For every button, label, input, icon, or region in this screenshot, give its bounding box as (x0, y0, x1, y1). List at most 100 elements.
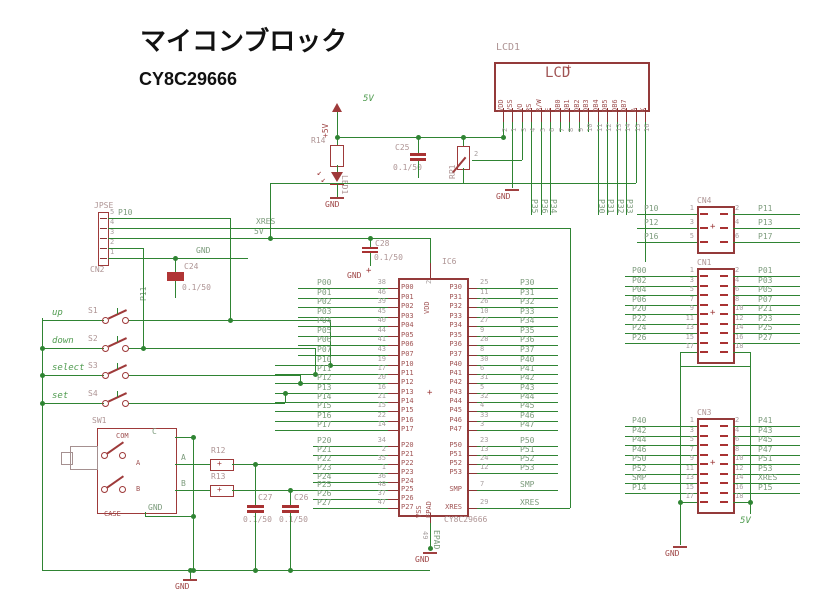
ic-pin-number: 7 (480, 480, 485, 488)
wire (337, 112, 338, 137)
pin-stub (388, 421, 398, 422)
gnd-symbol (330, 197, 344, 199)
gnd-cross-symbol: + (366, 266, 372, 276)
net-label-c: C (152, 427, 157, 436)
net-label-p23: P23 (758, 314, 773, 323)
pin-stub (388, 307, 398, 308)
led1-emission-arrow: ↙ (317, 168, 322, 177)
net-label-p22: P22 (632, 314, 647, 323)
c27-ref: C27 (258, 493, 273, 502)
ic-pin-number: 43 (377, 345, 386, 353)
pin-stub (588, 108, 589, 122)
net-label-p23: P23 (317, 463, 332, 472)
wire (313, 482, 388, 483)
pin-stub (579, 108, 580, 122)
net-label-smp: SMP (520, 480, 535, 489)
net-label-b: B (181, 479, 186, 488)
wire (477, 355, 558, 356)
connector-pin-number: 14 (735, 323, 744, 331)
lcd-pin-number: 7 (558, 127, 566, 132)
jpse-pin-number: 3 (110, 228, 115, 236)
connector-pin-number: 16 (735, 333, 744, 341)
net-label-select: select (52, 363, 85, 373)
ic-pin-number: 36 (377, 472, 386, 480)
c27-value: 0.1/50 (243, 515, 272, 524)
ic-value: CY8C29666 (444, 515, 488, 524)
ic-pin-number: 22 (377, 411, 386, 419)
wire (625, 295, 697, 296)
ic-pin-name: P40 (449, 360, 462, 368)
connector-pin-number: 5 (689, 285, 694, 293)
s4-switch (122, 400, 129, 407)
wire (290, 490, 291, 505)
ic-pin-name: P27 (401, 503, 414, 511)
wire (733, 436, 800, 437)
pin-stub (467, 355, 477, 356)
wire (42, 403, 104, 404)
ic-pin-number: 13 (480, 445, 489, 453)
gnd-net-label: GND (196, 246, 211, 255)
ic-pin-name: P02 (401, 302, 414, 310)
connector-pin (700, 463, 708, 465)
wire (477, 326, 558, 327)
wire (733, 333, 800, 334)
wire (626, 122, 627, 215)
net-label-p31: P31 (520, 288, 535, 297)
wire (733, 464, 800, 465)
junction-dot (40, 401, 45, 406)
ic-pin-name: P17 (401, 425, 414, 433)
net-label-p34: P34 (520, 316, 535, 325)
ic-pin-number: 48 (377, 480, 386, 488)
pin-stub (467, 393, 477, 394)
c24-value: 0.1/50 (182, 283, 211, 292)
wire (550, 122, 551, 215)
connector-pin (700, 351, 708, 353)
c25-capacitor (410, 153, 426, 156)
c28-ref: C28 (375, 239, 390, 248)
wire (598, 122, 599, 215)
wire (270, 183, 636, 184)
cn1-ref: CN1 (697, 258, 712, 267)
net-label-p50: P50 (632, 454, 647, 463)
wire (750, 352, 751, 514)
wire (733, 493, 800, 494)
connector-pin (720, 473, 728, 475)
ic-pin-name: P50 (449, 441, 462, 449)
c25-ref: C25 (395, 143, 410, 152)
wire (733, 324, 800, 325)
gnd-symbol (423, 552, 437, 554)
net-label-xres: XRES (520, 498, 540, 507)
pin-stub (388, 326, 398, 327)
connector-pin-number: 16 (735, 483, 744, 491)
wire (625, 493, 697, 494)
connector-pin (720, 454, 728, 456)
net-label-p50: P50 (520, 436, 535, 445)
pin-stub (100, 218, 107, 219)
wire (145, 516, 193, 517)
connector-pin (720, 227, 728, 229)
gnd-label: GND (415, 555, 430, 564)
wire (337, 137, 338, 145)
wire (143, 248, 144, 348)
s3-ref: S3 (88, 361, 98, 370)
wire (625, 436, 697, 437)
wire (680, 352, 681, 545)
connector-pin-number: 4 (735, 426, 740, 434)
net-label-p35: P35 (520, 326, 535, 335)
connector-pin-number: 5 (689, 435, 694, 443)
pin-stub (560, 108, 561, 122)
connector-pin (700, 501, 708, 503)
connector-pin (700, 454, 708, 456)
connector-pin-number: 6 (735, 435, 740, 443)
wire (298, 336, 388, 337)
ic-pin-number: 39 (377, 297, 386, 305)
connector-pin-number: 17 (685, 342, 694, 350)
wire (570, 228, 571, 508)
cn4-ref: CN4 (697, 196, 712, 205)
pin-stub (388, 455, 398, 456)
gnd-label: GND (175, 582, 190, 591)
lcd-pin-name: E (544, 107, 552, 112)
ic-pin-name: P31 (449, 293, 462, 301)
wire (145, 512, 146, 516)
wire (275, 411, 388, 412)
